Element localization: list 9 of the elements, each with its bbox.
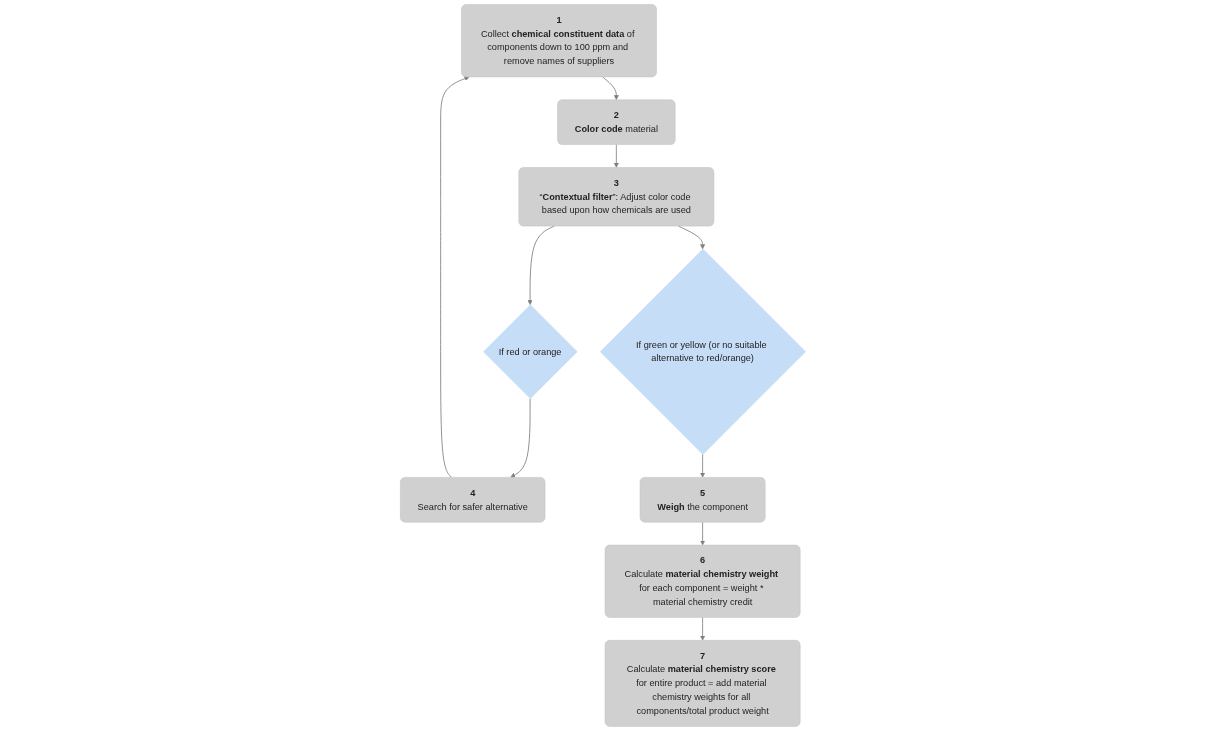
node-box: 6 Calculate material chemistry weight for each component = weight * material chemistry credit <box>604 544 801 618</box>
node-box: 1 Collect chemical constituent data of components down to 100 ppm and remove names of suppliers <box>461 4 657 78</box>
node-box: 7 Calculate material chemistry score for entire product = add material chemistry weights for all components/total product weight <box>604 640 801 727</box>
node-box: 4 Search for safer alternative <box>400 477 546 523</box>
node-diamond: If green or yellow (or no suitable alternative to red/orange) <box>599 248 806 455</box>
node-diamond: If red or orange <box>483 304 578 399</box>
node-box: 5 Weigh the component <box>639 477 766 523</box>
node-box: 3 “Contextual filter”: Adjust color code based upon how chemicals are used <box>518 167 715 227</box>
node-box: 2 Color code material <box>557 99 676 145</box>
